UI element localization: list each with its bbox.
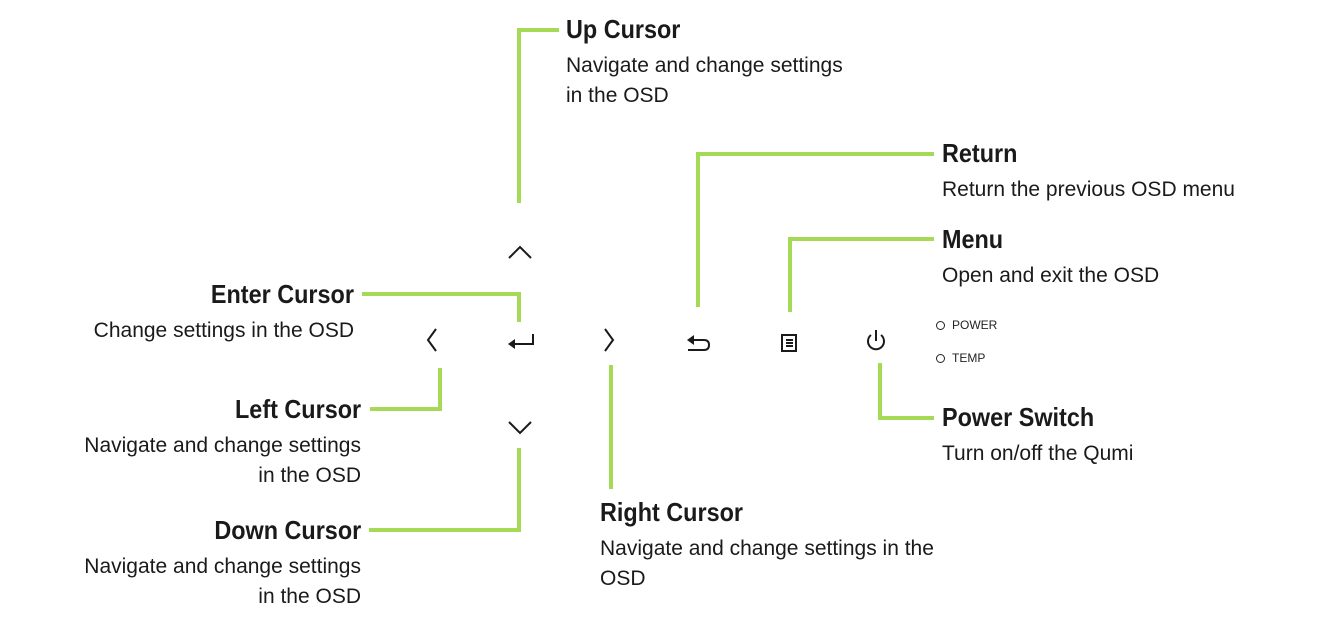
- power-indicator: POWER: [936, 318, 997, 332]
- callout-title: Enter Cursor: [210, 279, 354, 309]
- left-chevron-icon[interactable]: [424, 327, 440, 353]
- right-chevron-icon[interactable]: [601, 327, 617, 353]
- callout-description: Navigate and change settings in the OSD: [84, 431, 361, 491]
- callout-title: Up Cursor: [566, 14, 681, 44]
- left-leader-line: [370, 368, 442, 411]
- power-switch-callout: Power Switch Turn on/off the Qumi: [942, 401, 1133, 469]
- callout-description: Navigate and change settings in the OSD: [84, 552, 361, 612]
- callout-description: Return the previous OSD menu: [942, 175, 1235, 205]
- up-leader-line: [517, 28, 559, 203]
- callout-description: Navigate and change settings in the OSD: [566, 51, 843, 111]
- left-cursor-callout: Left Cursor Navigate and change settings…: [84, 393, 361, 491]
- callout-desc-line: Navigate and change settings: [84, 555, 361, 578]
- down-leader-line: [369, 448, 521, 532]
- callout-description: Turn on/off the Qumi: [942, 439, 1133, 469]
- temp-indicator: TEMP: [936, 351, 985, 365]
- up-chevron-icon[interactable]: [507, 243, 533, 261]
- menu-callout: Menu Open and exit the OSD: [942, 223, 1159, 291]
- power-icon[interactable]: [863, 327, 889, 355]
- return-icon[interactable]: [684, 332, 714, 354]
- callout-desc-line: in the OSD: [258, 585, 361, 608]
- enter-leader-line: [362, 292, 521, 322]
- callout-title: Left Cursor: [234, 394, 361, 424]
- down-cursor-callout: Down Cursor Navigate and change settings…: [84, 514, 361, 612]
- callout-desc-line: Open and exit the OSD: [942, 264, 1160, 287]
- callout-description: Open and exit the OSD: [942, 261, 1159, 291]
- callout-desc-line: in the OSD: [258, 464, 361, 487]
- callout-title: Menu: [942, 224, 1004, 254]
- return-leader-line: [696, 152, 934, 307]
- callout-desc-line: Navigate and change settings in the: [600, 537, 934, 560]
- enter-icon[interactable]: [505, 331, 539, 353]
- up-cursor-callout: Up Cursor Navigate and change settings i…: [566, 13, 843, 111]
- callout-desc-line: in the OSD: [566, 84, 669, 107]
- power-indicator-label: POWER: [952, 318, 998, 332]
- callout-desc-line: Navigate and change settings: [84, 434, 361, 457]
- temp-indicator-led: [936, 353, 945, 363]
- right-cursor-callout: Right Cursor Navigate and change setting…: [600, 496, 934, 594]
- callout-title: Down Cursor: [214, 515, 361, 545]
- callout-description: Change settings in the OSD: [94, 316, 354, 346]
- callout-desc-line: Navigate and change settings: [566, 54, 843, 77]
- temp-indicator-label: TEMP: [952, 351, 986, 365]
- power-leader-line: [878, 363, 934, 420]
- callout-desc-line: Change settings in the OSD: [93, 319, 354, 342]
- menu-leader-line: [788, 237, 934, 312]
- down-chevron-icon[interactable]: [507, 419, 533, 437]
- power-indicator-led: [936, 320, 945, 330]
- callout-title: Power Switch: [942, 402, 1095, 432]
- menu-icon[interactable]: [779, 332, 801, 354]
- callout-desc-line: OSD: [600, 567, 646, 590]
- callout-desc-line: Turn on/off the Qumi: [942, 442, 1134, 465]
- return-callout: Return Return the previous OSD menu: [942, 137, 1235, 205]
- callout-title: Return: [942, 138, 1018, 168]
- callout-desc-line: Return the previous OSD menu: [942, 178, 1235, 201]
- callout-title: Right Cursor: [600, 497, 744, 527]
- enter-cursor-callout: Enter Cursor Change settings in the OSD: [94, 278, 354, 346]
- callout-description: Navigate and change settings in the OSD: [600, 534, 934, 594]
